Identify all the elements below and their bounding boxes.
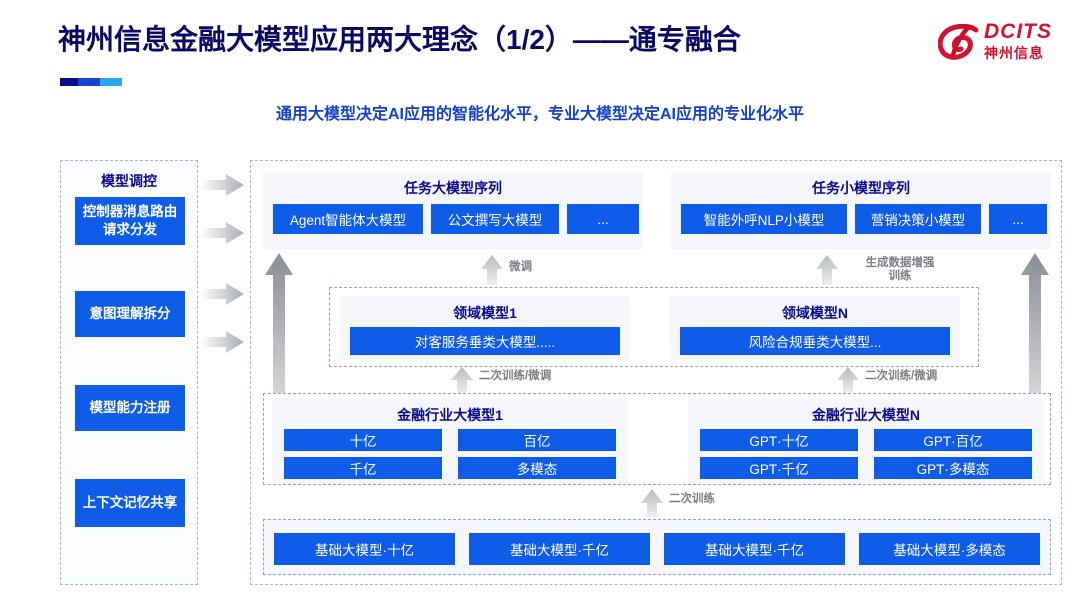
logo-cn-text: 神州信息 [984, 45, 1044, 61]
finance-model-1-box: 金融行业大模型1 十亿 百亿 千亿 多模态 [272, 398, 628, 482]
sidebar-item-capability-registry[interactable]: 模型能力注册 [75, 385, 185, 431]
base-model-cell-1[interactable]: 基础大模型·十亿 [274, 533, 455, 565]
chip-marketing-decision-model[interactable]: 营销决策小模型 [855, 204, 981, 234]
sidebar-item-controller-routing[interactable]: 控制器消息路由请求分发 [75, 197, 185, 245]
arrow-label-retrain-left: 二次训练/微调 [479, 370, 552, 382]
chip-more-small[interactable]: ... [989, 204, 1047, 234]
domain-model-1-bar[interactable]: 对客服务垂类大模型..... [350, 327, 620, 355]
base-model-cell-3[interactable]: 基础大模型·千亿 [664, 533, 845, 565]
right-arrow-icon-3 [200, 283, 244, 305]
right-arrow-icon-2 [200, 222, 244, 244]
sidebar-item-context-memory-share[interactable]: 上下文记忆共享 [75, 479, 185, 527]
rule-segment-2 [78, 78, 100, 86]
base-model-cell-2[interactable]: 基础大模型·千亿 [469, 533, 650, 565]
up-arrow-icon-tall-right [1021, 253, 1049, 479]
arrow-label-gen-data-aug-line2: 训练 [888, 270, 912, 282]
page-subtitle: 通用大模型决定AI应用的智能化水平，专业大模型决定AI应用的专业化水平 [275, 106, 804, 123]
rule-segment-1 [60, 78, 78, 86]
task-big-model-group: 任务大模型序列 Agent智能体大模型 公文撰写大模型 ... [263, 171, 643, 249]
arrow-label-gen-data-aug-line1: 生成数据增强 [865, 257, 935, 269]
finance-1-cell-2[interactable]: 百亿 [458, 429, 616, 451]
finance-model-1-grid: 十亿 百亿 千亿 多模态 [272, 425, 628, 479]
right-arrow-icon-4 [200, 331, 244, 353]
finance-n-cell-1[interactable]: GPT·十亿 [700, 429, 858, 451]
arrow-label-gen-data-aug: 生成数据增强 训练 [845, 257, 955, 283]
domain-model-n-bar[interactable]: 风险合规垂类大模型... [680, 327, 950, 355]
finance-model-band: 金融行业大模型1 十亿 百亿 千亿 多模态 金融行业大模型N GPT·十亿 GP… [263, 393, 1051, 485]
dcits-swirl-icon [938, 24, 979, 60]
finance-1-cell-3[interactable]: 千亿 [284, 457, 442, 479]
right-arrow-icon-1 [200, 174, 244, 196]
domain-model-1-box: 领域模型1 对客服务垂类大模型..... [340, 296, 630, 360]
up-arrow-icon-retrain-right [837, 367, 859, 393]
domain-model-1-title: 领域模型1 [453, 305, 517, 321]
chip-agent-model[interactable]: Agent智能体大模型 [273, 204, 423, 234]
finance-model-n-box: 金融行业大模型N GPT·十亿 GPT·百亿 GPT·千亿 GPT·多模态 [688, 398, 1044, 482]
domain-model-n-box: 领域模型N 风险合规垂类大模型... [670, 296, 960, 360]
up-arrow-icon-retrain-base [641, 489, 663, 517]
sidebar-title: 模型调控 [101, 173, 157, 189]
base-model-row: 基础大模型·十亿 基础大模型·千亿 基础大模型·千亿 基础大模型·多模态 [264, 520, 1050, 565]
up-arrow-icon-gen-data-aug [816, 255, 838, 285]
finance-model-1-title: 金融行业大模型1 [397, 407, 503, 423]
up-arrow-icon-tall-left [265, 253, 293, 479]
page-title: 神州信息金融大模型应用两大理念（1/2）——通专融合 [58, 24, 741, 55]
rule-segment-3 [100, 78, 122, 86]
finance-model-n-title: 金融行业大模型N [811, 407, 921, 423]
base-model-band: 基础大模型·十亿 基础大模型·千亿 基础大模型·千亿 基础大模型·多模态 [263, 519, 1051, 575]
title-underline-rule [60, 78, 122, 86]
task-small-model-title: 任务小模型序列 [812, 180, 910, 196]
finance-n-cell-4[interactable]: GPT·多模态 [874, 457, 1032, 479]
finance-model-n-grid: GPT·十亿 GPT·百亿 GPT·千亿 GPT·多模态 [688, 425, 1044, 479]
arrow-label-retrain-base: 二次训练 [669, 493, 715, 505]
finance-1-cell-1[interactable]: 十亿 [284, 429, 442, 451]
chip-more-big[interactable]: ... [567, 204, 639, 234]
task-small-model-group: 任务小模型序列 智能外呼NLP小模型 营销决策小模型 ... [671, 171, 1051, 249]
dcits-logo: DCITS 神州信息 [938, 20, 1066, 70]
up-arrow-icon-retrain-left [451, 367, 473, 393]
logo-wordmark: DCITS 神州信息 [984, 20, 1052, 62]
base-model-cell-4[interactable]: 基础大模型·多模态 [859, 533, 1040, 565]
model-control-panel: 模型调控 控制器消息路由请求分发 意图理解拆分 模型能力注册 上下文记忆共享 [60, 160, 198, 585]
up-arrow-icon-finetune-left [481, 255, 503, 285]
finance-n-cell-3[interactable]: GPT·千亿 [700, 457, 858, 479]
finance-1-cell-4[interactable]: 多模态 [458, 457, 616, 479]
logo-en-text: DCITS [984, 20, 1052, 43]
task-small-model-chip-row: 智能外呼NLP小模型 营销决策小模型 ... [671, 198, 1051, 234]
chip-outbound-nlp-model[interactable]: 智能外呼NLP小模型 [681, 204, 847, 234]
finance-n-cell-2[interactable]: GPT·百亿 [874, 429, 1032, 451]
model-architecture-panel: 任务大模型序列 Agent智能体大模型 公文撰写大模型 ... 任务小模型序列 … [250, 160, 1062, 585]
domain-model-n-title: 领域模型N [781, 305, 849, 321]
arrow-label-finetune: 微调 [509, 261, 532, 273]
task-big-model-title: 任务大模型序列 [404, 180, 502, 196]
chip-document-writing-model[interactable]: 公文撰写大模型 [431, 204, 559, 234]
arrow-label-retrain-right: 二次训练/微调 [865, 370, 938, 382]
sidebar-item-intent-understanding[interactable]: 意图理解拆分 [75, 291, 185, 337]
domain-model-band: 领域模型1 对客服务垂类大模型..... 领域模型N 风险合规垂类大模型... [329, 287, 979, 367]
task-big-model-chip-row: Agent智能体大模型 公文撰写大模型 ... [263, 198, 643, 234]
